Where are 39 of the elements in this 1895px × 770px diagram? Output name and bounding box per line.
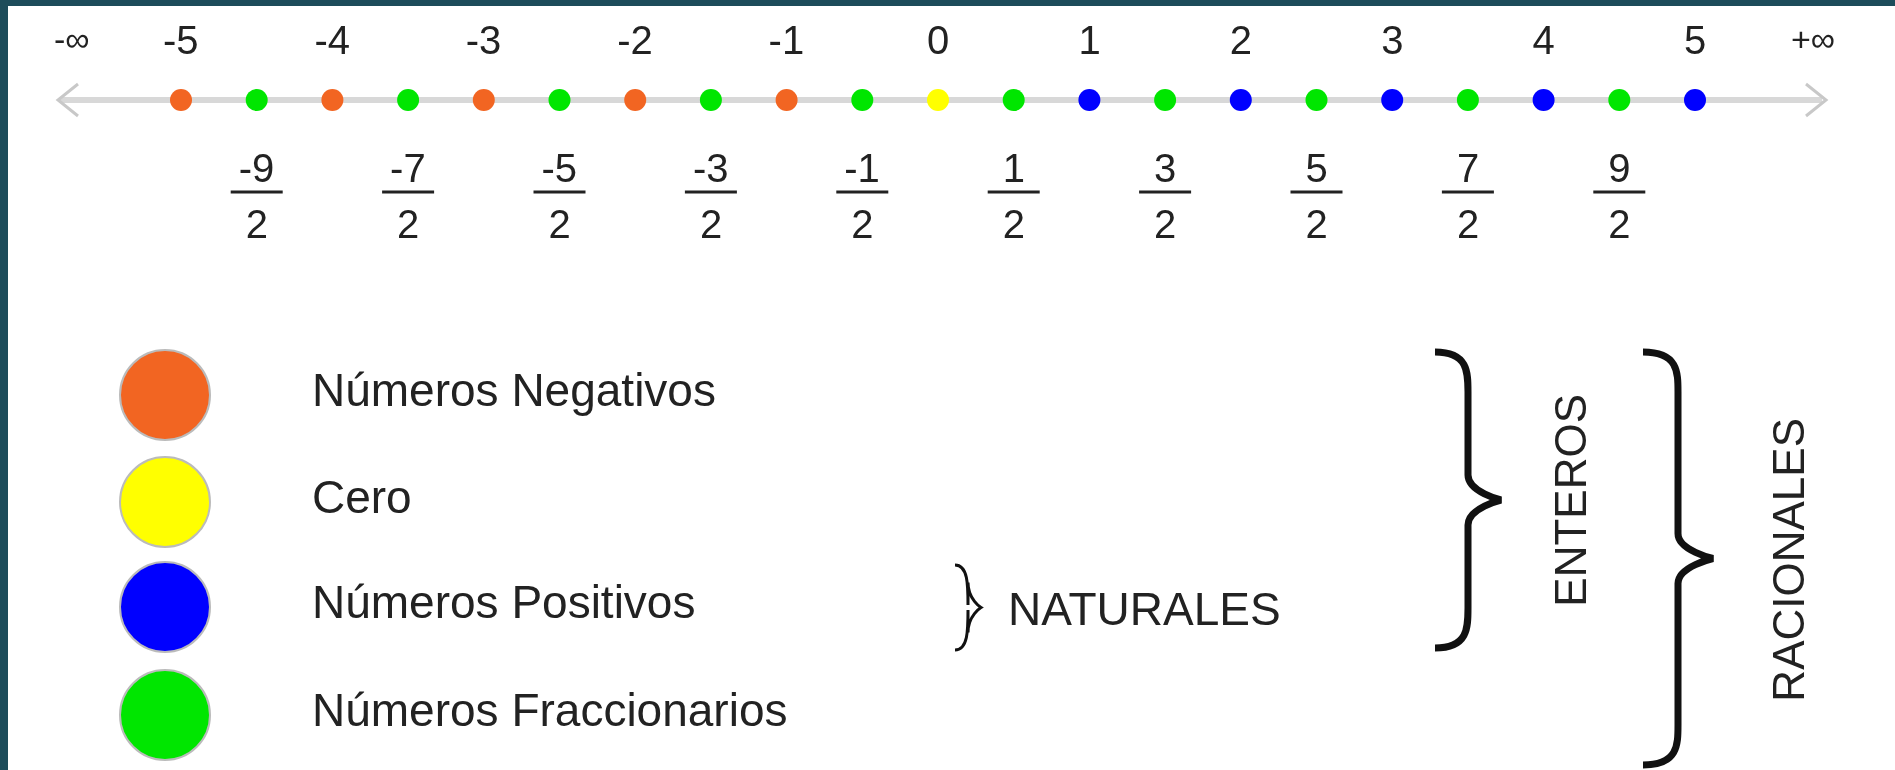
fraction-denominator: 2 [1305, 204, 1328, 244]
fraction-denominator: 2 [397, 204, 420, 244]
tick-label: 3 [1381, 20, 1404, 60]
tick-label: 0 [927, 20, 950, 60]
fraction-numerator: 3 [1154, 148, 1177, 188]
fraction-numerator: -5 [541, 148, 578, 188]
tick-label: 1 [1078, 20, 1101, 60]
tick-label: 2 [1229, 20, 1253, 60]
legend-label: Números Positivos [312, 579, 696, 625]
fraction-denominator: 2 [851, 204, 874, 244]
fraction-denominator: 2 [1456, 204, 1480, 244]
fraction-numerator: -7 [390, 148, 426, 188]
fraction-denominator: 2 [1154, 204, 1177, 244]
legend-label: Cero [312, 474, 412, 520]
fraction-denominator: 2 [699, 204, 723, 244]
fraction-denominator: 2 [245, 204, 268, 244]
fraction-numerator: -9 [238, 148, 275, 188]
tick-label: -∞ [54, 22, 90, 56]
fraction-numerator: -3 [692, 148, 729, 188]
fraction-numerator: 1 [1002, 148, 1025, 188]
tick-label: -4 [314, 20, 350, 60]
tick-label: -2 [617, 20, 653, 60]
set-label: NATURALES [1008, 586, 1281, 632]
fraction-numerator: 7 [1456, 148, 1480, 188]
fraction-numerator: -1 [844, 148, 880, 188]
tick-label: -3 [465, 20, 502, 60]
set-label: RACIONALES [1767, 418, 1811, 702]
tick-label: 5 [1684, 20, 1707, 60]
tick-label: -5 [163, 20, 199, 60]
legend-label: Números Fraccionarios [312, 687, 788, 733]
fraction-denominator: 2 [1608, 204, 1631, 244]
set-label: ENTEROS [1549, 393, 1593, 607]
tick-label: 4 [1532, 20, 1555, 60]
fraction-denominator: 2 [548, 204, 571, 244]
tick-label: -1 [768, 20, 805, 60]
fraction-numerator: 9 [1608, 148, 1631, 188]
tick-label: +∞ [1791, 22, 1836, 56]
fraction-denominator: 2 [1002, 204, 1025, 244]
fraction-numerator: 5 [1305, 148, 1328, 188]
